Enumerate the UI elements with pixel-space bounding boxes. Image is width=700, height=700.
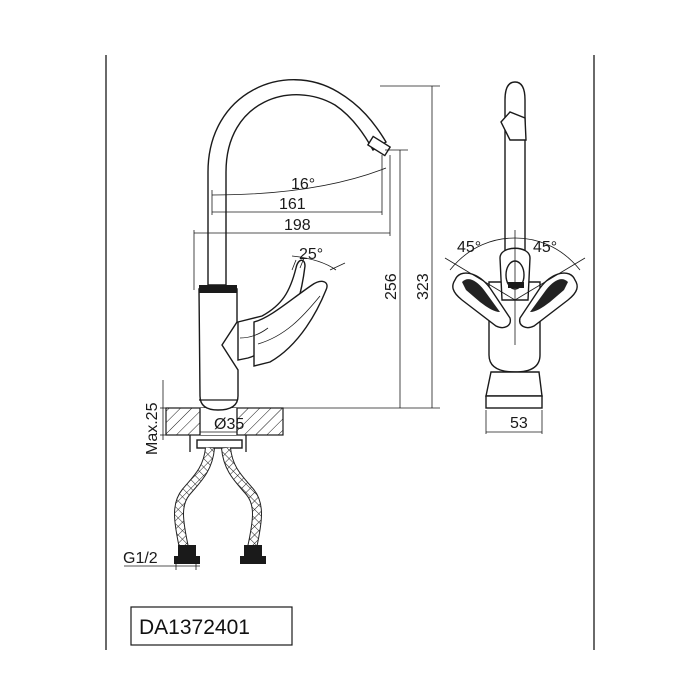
product-code: DA1372401 (139, 616, 250, 639)
label-height-outlet: 256 (383, 273, 400, 300)
label-base-diameter: Ø35 (214, 416, 244, 433)
product-code-box: DA1372401 (130, 606, 293, 646)
front-dimension-lines (124, 85, 440, 570)
label-reach-inner: 161 (279, 196, 306, 213)
body-ring (199, 285, 237, 293)
side-view (444, 81, 586, 434)
front-view (124, 79, 440, 570)
tap-body (198, 288, 239, 411)
supply-hoses (174, 435, 266, 564)
label-angle-lever: 25° (299, 246, 323, 263)
label-angle-spout: 16° (291, 176, 315, 193)
countertop-section (165, 407, 284, 436)
label-angle-left: 45° (457, 239, 481, 256)
label-angle-right: 45° (533, 239, 557, 256)
label-max-thickness: Max.25 (144, 402, 161, 455)
side-dimension-lines (444, 230, 586, 434)
label-thread: G1/2 (123, 550, 158, 567)
spout (207, 79, 387, 286)
label-height-total: 323 (415, 273, 432, 300)
aerator (366, 135, 392, 157)
side-levers (452, 272, 578, 329)
drawing-frame (105, 55, 595, 650)
label-base-width: 53 (510, 415, 528, 432)
label-reach-outer: 198 (284, 217, 311, 234)
